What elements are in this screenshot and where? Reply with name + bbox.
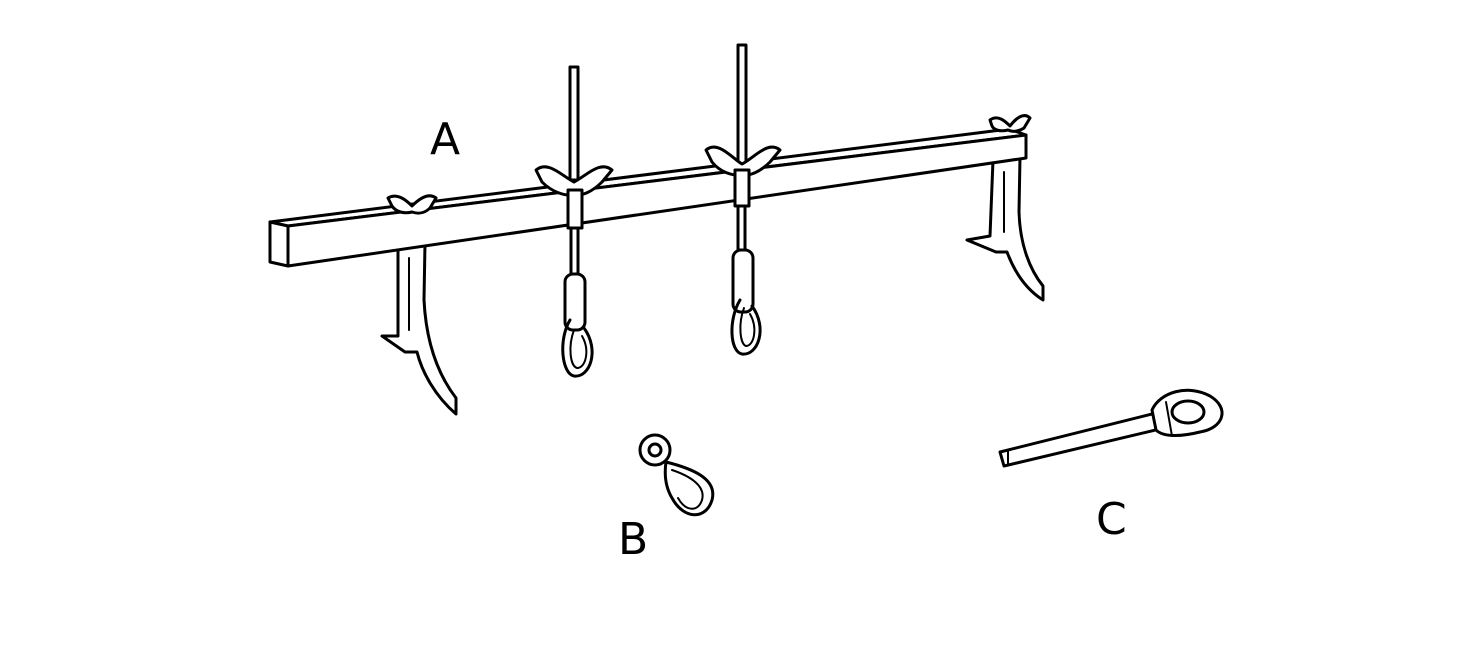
shackle-b: B bbox=[618, 433, 715, 565]
pin-c: C bbox=[998, 388, 1224, 545]
cross-beam bbox=[268, 127, 1028, 268]
label-b: B bbox=[618, 514, 648, 565]
support-fixture-a: A bbox=[268, 43, 1045, 416]
right-saddle-clip bbox=[988, 114, 1032, 133]
right-hanger-rod bbox=[704, 43, 782, 356]
left-support-leg bbox=[380, 241, 458, 416]
left-hanger-rod bbox=[534, 65, 614, 378]
right-support-leg bbox=[965, 155, 1045, 302]
label-c: C bbox=[1096, 494, 1127, 545]
label-a: A bbox=[430, 114, 460, 165]
left-saddle-clip bbox=[386, 194, 438, 215]
